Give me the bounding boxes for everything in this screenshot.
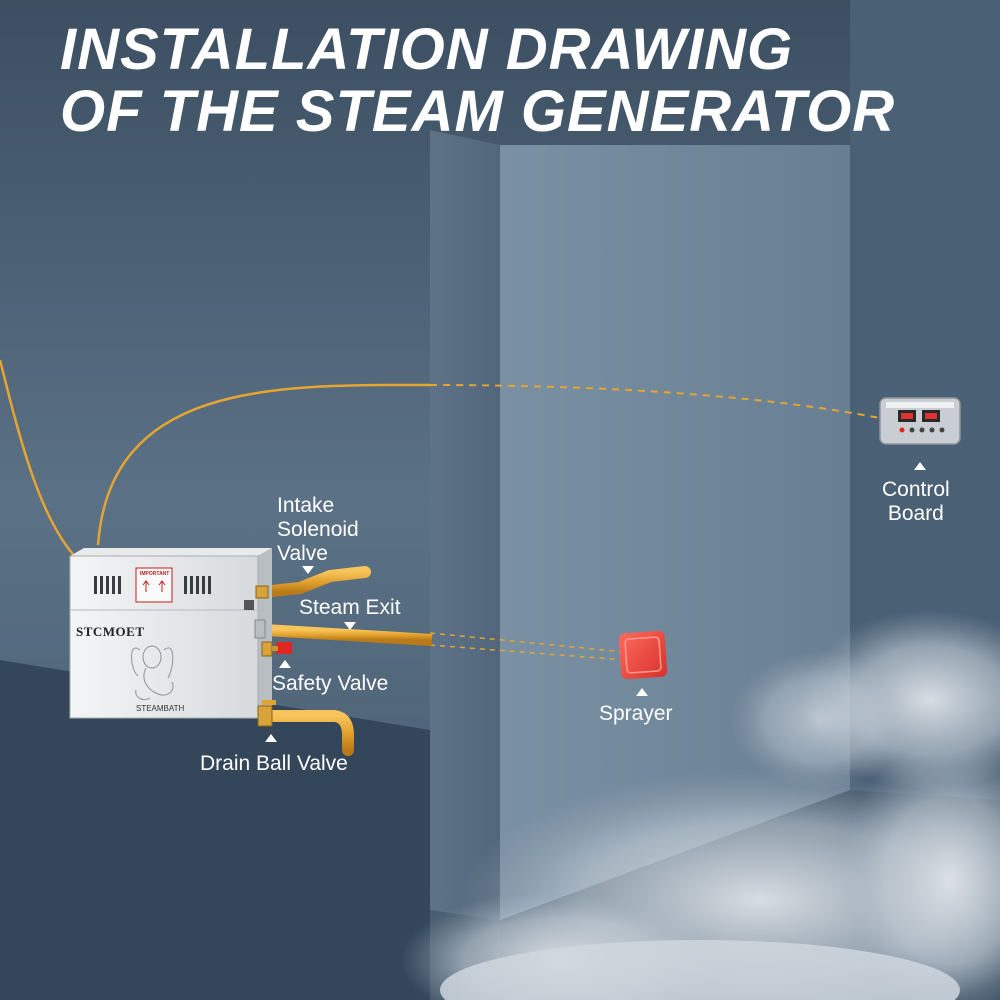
arrow-up-icon (636, 688, 648, 696)
power-cable (0, 359, 79, 561)
steam-clouds (400, 610, 1000, 1000)
label-drain-ball-valve: Drain Ball Valve (200, 752, 348, 775)
control-wire (96, 383, 431, 546)
steam-exit-pipe (264, 624, 433, 646)
label-line: Intake (277, 494, 335, 517)
label-line: Control (882, 478, 950, 501)
label-line: Valve (277, 542, 328, 565)
label-sprayer: Sprayer (599, 702, 673, 725)
warning-sticker-text: IMPORTANT (140, 571, 169, 577)
generator-brand: STCMOET (76, 624, 145, 639)
label-line: Board (887, 502, 944, 525)
generator-model: STEAMBATH (136, 704, 185, 713)
arrow-up-icon (279, 660, 291, 668)
arrow-down-icon (344, 622, 356, 630)
label-intake-solenoid-valve: Intake Solenoid Valve (277, 494, 359, 566)
control-board-device (879, 397, 961, 445)
label-line: Solenoid (277, 518, 359, 541)
label-steam-exit: Steam Exit (299, 596, 401, 619)
sprayer-device (618, 630, 668, 680)
steam-generator: IMPORTANT STCMOET STEAMBATH (69, 548, 292, 727)
arrow-up-icon (265, 734, 277, 742)
floor (0, 660, 430, 1000)
intake-pipe (256, 566, 371, 598)
control-wire-hidden (429, 384, 881, 419)
title-line-2: OF THE STEAM GENERATOR (60, 79, 896, 144)
label-safety-valve: Safety Valve (272, 672, 389, 695)
arrow-up-icon (914, 462, 926, 470)
title-line-1: INSTALLATION DRAWING (60, 17, 794, 82)
steam-pipe-dashed-bottom (429, 644, 626, 661)
label-control-board: Control Board (882, 478, 950, 526)
arrow-down-icon (302, 566, 314, 574)
drain-pipe (262, 710, 354, 756)
pillar-side (430, 130, 500, 920)
steam-pipe-dashed-top (429, 632, 626, 653)
